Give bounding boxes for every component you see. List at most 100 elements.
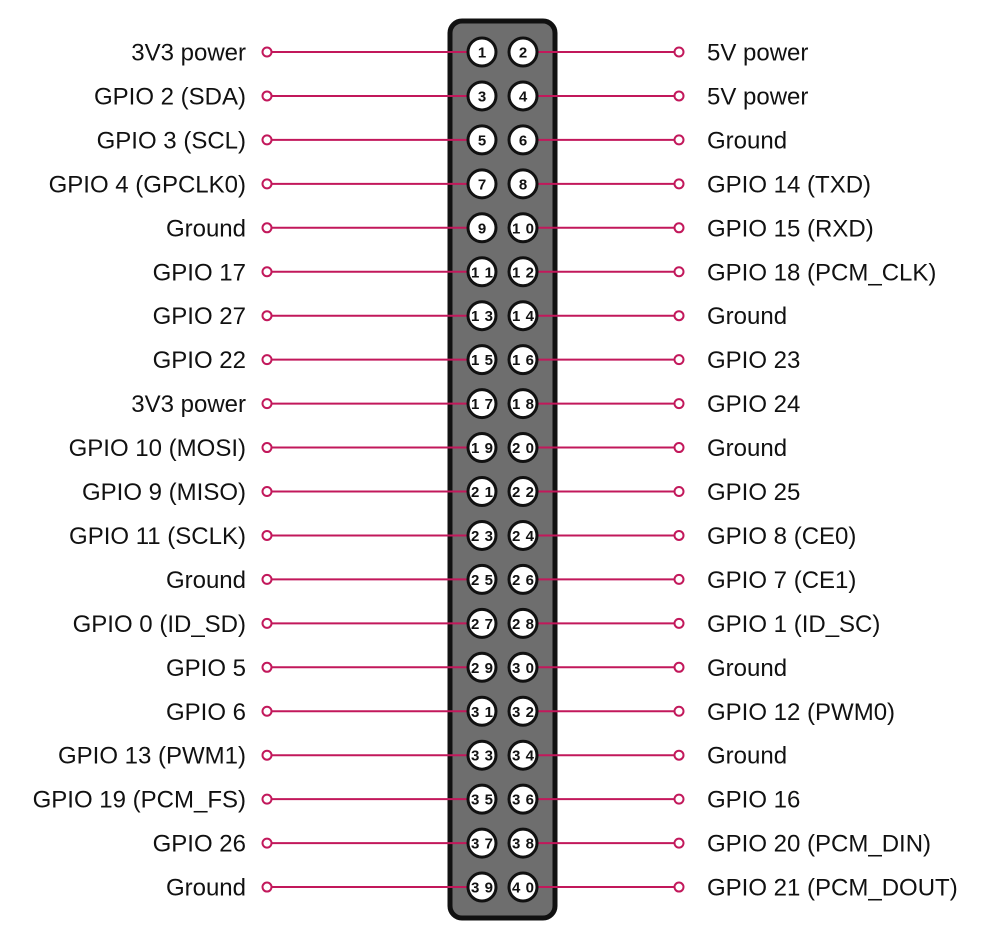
pin-29 — [466, 651, 498, 683]
pin-label-left: GPIO 22 — [153, 347, 246, 374]
pin-label-left: GPIO 13 (PWM1) — [58, 743, 246, 770]
pin-9 — [466, 212, 498, 244]
connector-dot-left — [261, 266, 273, 278]
pin-11 — [466, 256, 498, 288]
pin-label-right: GPIO 14 (TXD) — [707, 171, 871, 198]
pin-label-left: 3V3 power — [131, 391, 246, 418]
connector-dot-right — [673, 178, 685, 190]
pin-number-left: 3 — [478, 88, 486, 105]
connector-dot-right — [673, 881, 685, 893]
pin-label-left: GPIO 4 (GPCLK0) — [49, 171, 246, 198]
pin-33 — [466, 739, 498, 771]
connector-dot-right — [673, 573, 685, 585]
pin-31 — [466, 695, 498, 727]
connector-dot-right — [673, 442, 685, 454]
connector-dot-right — [673, 222, 685, 234]
pin-14 — [507, 300, 539, 332]
pin-number-right: 8 — [519, 176, 527, 193]
pin-label-right: GPIO 21 (PCM_DOUT) — [707, 875, 958, 902]
pin-number-right: 2 — [519, 45, 527, 62]
pin-27 — [466, 607, 498, 639]
connector-dot-left — [261, 134, 273, 146]
connector-dot-right — [673, 661, 685, 673]
pin-32 — [507, 695, 539, 727]
pin-label-left: GPIO 19 (PCM_FS) — [33, 787, 246, 814]
connector-dot-left — [261, 749, 273, 761]
pin-18 — [507, 388, 539, 420]
pin-4 — [507, 80, 539, 112]
pin-34 — [507, 739, 539, 771]
pin-label-left: GPIO 0 (ID_SD) — [73, 611, 246, 638]
connector-dot-right — [673, 46, 685, 58]
pin-6 — [507, 124, 539, 156]
connector-dot-right — [673, 617, 685, 629]
pin-label-left: GPIO 26 — [153, 831, 246, 858]
pin-label-left: Ground — [166, 567, 246, 594]
pin-36 — [507, 783, 539, 815]
connector-dot-left — [261, 442, 273, 454]
connector-dot-right — [673, 310, 685, 322]
pin-15 — [466, 344, 498, 376]
pin-number-left: 1 — [478, 45, 486, 62]
pin-label-left: Ground — [166, 875, 246, 902]
pin-30 — [507, 651, 539, 683]
pin-24 — [507, 519, 539, 551]
pin-13 — [466, 300, 498, 332]
pin-label-left: Ground — [166, 215, 246, 242]
connector-dot-left — [261, 573, 273, 585]
pin-label-right: Ground — [707, 303, 787, 330]
pin-38 — [507, 827, 539, 859]
connector-dot-right — [673, 354, 685, 366]
pin-label-left: GPIO 2 (SDA) — [94, 83, 246, 110]
pin-number-right: 6 — [519, 132, 527, 149]
pin-label-right: GPIO 25 — [707, 479, 800, 506]
connector-dot-right — [673, 793, 685, 805]
connector-dot-left — [261, 705, 273, 717]
connector-dot-right — [673, 398, 685, 410]
pin-35 — [466, 783, 498, 815]
header-body — [447, 18, 558, 921]
pin-39 — [466, 871, 498, 903]
connector-dot-right — [673, 529, 685, 541]
pin-40 — [507, 871, 539, 903]
pin-label-right: GPIO 8 (CE0) — [707, 523, 856, 550]
pin-label-left: 3V3 power — [131, 40, 246, 67]
connector-dot-left — [261, 617, 273, 629]
pin-5 — [466, 124, 498, 156]
pin-17 — [466, 388, 498, 420]
pin-number-left: 9 — [478, 220, 486, 237]
pin-23 — [466, 519, 498, 551]
pin-1 — [466, 36, 498, 68]
pin-12 — [507, 256, 539, 288]
pin-label-right: GPIO 16 — [707, 787, 800, 814]
pin-label-left: GPIO 17 — [153, 259, 246, 286]
pin-label-right: Ground — [707, 127, 787, 154]
pin-label-left: GPIO 11 (SCLK) — [69, 523, 246, 550]
connector-dot-left — [261, 837, 273, 849]
pin-label-left: GPIO 5 — [166, 655, 246, 682]
connector-dot-left — [261, 398, 273, 410]
pin-label-right: GPIO 24 — [707, 391, 800, 418]
pin-label-right: Ground — [707, 435, 787, 462]
pin-label-right: GPIO 23 — [707, 347, 800, 374]
connector-dot-right — [673, 749, 685, 761]
connector-dot-left — [261, 178, 273, 190]
pin-label-left: GPIO 3 (SCL) — [97, 127, 246, 154]
pin-label-left: GPIO 9 (MISO) — [82, 479, 246, 506]
pin-number-right: 4 — [519, 88, 528, 105]
connector-dot-right — [673, 266, 685, 278]
connector-dot-left — [261, 222, 273, 234]
pin-label-right: GPIO 20 (PCM_DIN) — [707, 831, 931, 858]
connector-dot-left — [261, 881, 273, 893]
